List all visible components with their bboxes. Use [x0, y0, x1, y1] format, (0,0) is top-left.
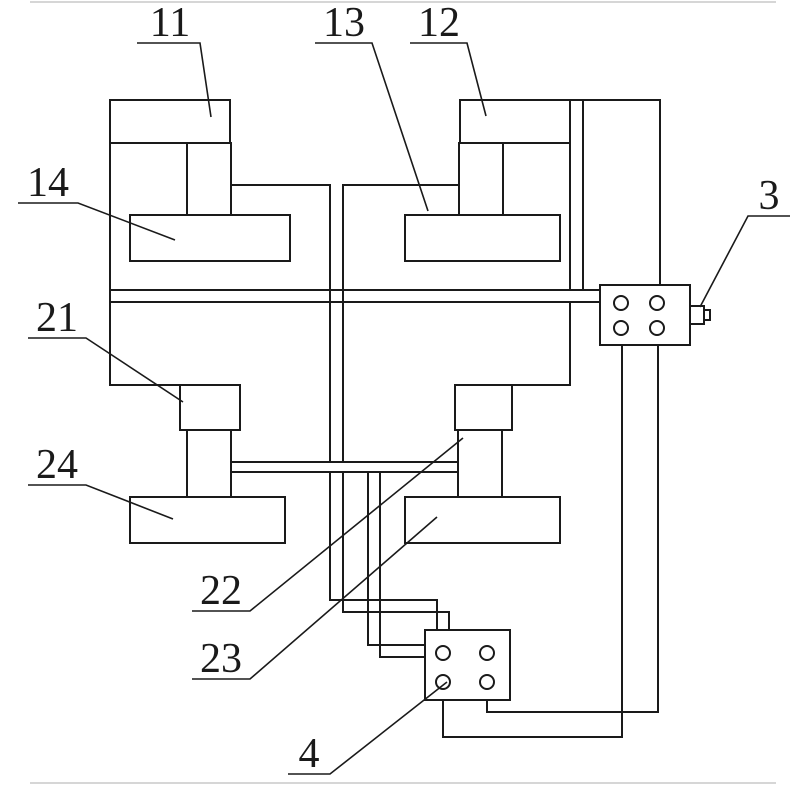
upper-right-block [459, 99, 571, 144]
pipe-connector-to-bottom-valve-a [367, 471, 426, 646]
lower-left-stem [186, 429, 232, 498]
bottom-valve-port-circle [479, 645, 495, 661]
upper-right-stem [458, 142, 504, 216]
label-12: 12 [418, 0, 460, 46]
right-valve-body [599, 284, 691, 346]
right-valve-port-circle [649, 295, 665, 311]
page-edges [30, 1, 776, 784]
label-14: 14 [27, 160, 69, 206]
lower-right-plate [404, 496, 561, 544]
leader-11 [137, 42, 212, 118]
pipe-channel-to-bottom-valve-a [329, 471, 438, 631]
leader-23 [192, 516, 438, 680]
right-valve-port-circle [649, 320, 665, 336]
upper-left-block [109, 99, 231, 144]
pipe-return-outer [442, 344, 623, 738]
label-13: 13 [323, 0, 365, 46]
pipe-channel-to-bottom-valve-b [342, 471, 450, 631]
bottom-valve-port-circle [479, 674, 495, 690]
lower-right-stem [457, 429, 503, 498]
label-4: 4 [299, 731, 320, 777]
leader-22 [192, 437, 464, 612]
leader-4 [288, 681, 448, 775]
machine-outline [109, 99, 711, 738]
label-24: 24 [36, 442, 78, 488]
right-valve-port-circle [613, 295, 629, 311]
leader-24 [28, 484, 174, 520]
label-3: 3 [759, 173, 780, 219]
leader-3 [699, 215, 790, 308]
right-valve-port-tip [703, 309, 711, 321]
label-22: 22 [200, 568, 242, 614]
leader-14 [18, 202, 176, 241]
right-valve-port-circle [613, 320, 629, 336]
reference-numerals: 11 13 12 14 3 21 24 22 23 4 [27, 0, 780, 777]
label-11: 11 [150, 0, 190, 46]
valve-ports [435, 295, 665, 690]
lower-left-block [179, 384, 241, 431]
label-23: 23 [200, 636, 242, 682]
right-valve-port [689, 305, 705, 325]
pipe-connector-to-bottom-valve-b [379, 471, 426, 658]
upper-right-plate [404, 214, 561, 262]
lower-left-plate [129, 496, 286, 544]
leader-13 [315, 42, 429, 212]
pipe-return-inner [486, 344, 659, 713]
bottom-valve-port-circle [435, 674, 451, 690]
bottom-valve-port-circle [435, 645, 451, 661]
leader-12 [410, 42, 487, 117]
bottom-valve-body [424, 629, 511, 701]
label-21: 21 [36, 295, 78, 341]
leader-21 [28, 337, 184, 403]
lower-right-block [454, 384, 513, 431]
leader-lines [18, 42, 790, 775]
upper-left-plate [129, 214, 291, 262]
upper-left-stem [186, 142, 232, 216]
